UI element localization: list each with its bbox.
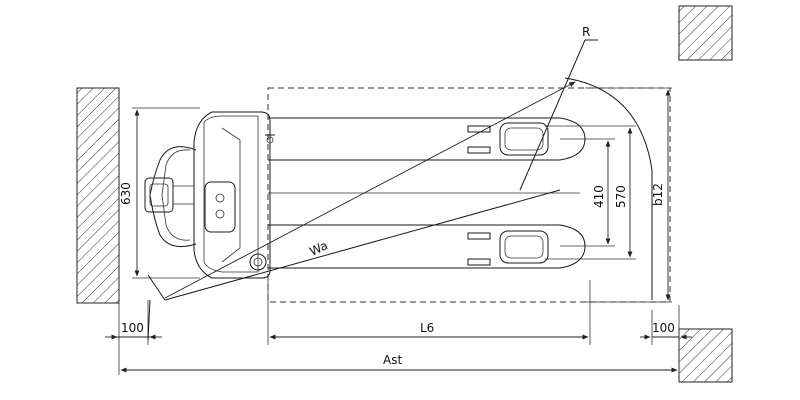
dimension-410-label: 410: [592, 185, 606, 208]
ast-label: Ast: [383, 353, 402, 367]
extension-lines: [118, 87, 680, 375]
radius-label: R: [582, 25, 590, 39]
dimension-clearance-right: 100: [640, 321, 692, 340]
dimension-l6: L6: [269, 321, 589, 340]
dimension-b12: b12: [651, 89, 671, 301]
wa-label: Wa: [307, 238, 330, 258]
dimension-630-label: 630: [119, 182, 133, 205]
top-right-obstacle: [678, 5, 733, 61]
truck-body: [144, 111, 275, 279]
dimension-630: 630: [119, 109, 140, 277]
dimension-410: 410: [592, 140, 611, 245]
clearance-left-label: 100: [121, 321, 144, 335]
l6-label: L6: [420, 321, 434, 335]
dimension-570-label: 570: [614, 185, 628, 208]
turning-radius: R Wa: [147, 25, 653, 341]
dimension-clearance-left: 100: [105, 321, 162, 340]
pallet-outline: [267, 87, 671, 303]
forks: [268, 117, 586, 269]
dimension-b12-label: b12: [651, 183, 665, 206]
dimension-ast: Ast: [120, 353, 678, 373]
left-wall: [76, 87, 120, 304]
bottom-right-obstacle: [678, 328, 733, 383]
dimension-570: 570: [614, 127, 633, 258]
clearance-right-label: 100: [652, 321, 675, 335]
